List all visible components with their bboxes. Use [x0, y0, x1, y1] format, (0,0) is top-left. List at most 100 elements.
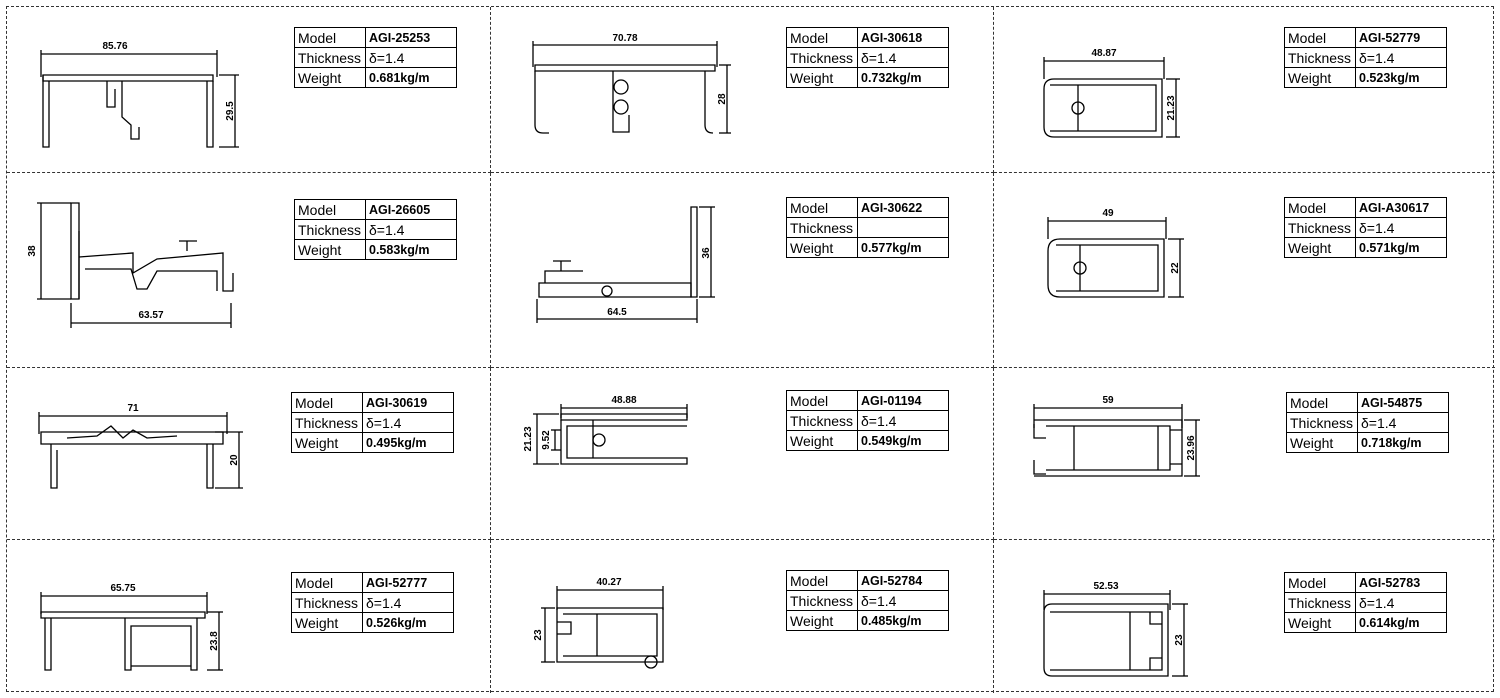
width-dimension: 70.78	[612, 33, 637, 44]
thickness-value: δ=1.4	[857, 410, 949, 431]
model-value: AGI-52777	[362, 572, 454, 593]
weight-label: Weight	[786, 67, 858, 88]
model-value: AGI-01194	[857, 390, 949, 411]
model-label: Model	[786, 27, 858, 48]
weight-value: 0.732kg/m	[857, 67, 949, 88]
profile-drawing: 52.53 23	[1043, 581, 1188, 677]
model-label: Model	[1284, 27, 1356, 48]
weight-value: 0.614kg/m	[1355, 612, 1447, 633]
height-dimension: 22	[1170, 262, 1181, 274]
thickness-value: δ=1.4	[1357, 412, 1449, 433]
height-dimension: 36	[701, 247, 712, 259]
height-dimension: 23.96	[1186, 435, 1197, 460]
model-value: AGI-30618	[857, 27, 949, 48]
weight-value: 0.523kg/m	[1355, 67, 1447, 88]
weight-label: Weight	[1284, 612, 1356, 633]
thickness-label: Thickness	[291, 412, 363, 433]
weight-value: 0.495kg/m	[362, 432, 454, 453]
width-dimension: 52.53	[1093, 581, 1118, 592]
inner-height-dimension: 9.52	[541, 430, 552, 450]
model-value: AGI-52779	[1355, 27, 1447, 48]
model-label: Model	[786, 570, 858, 591]
model-label: Model	[1286, 392, 1358, 413]
width-dimension: 48.87	[1091, 48, 1116, 59]
thickness-value: δ=1.4	[857, 590, 949, 611]
model-label: Model	[1284, 572, 1356, 593]
thickness-value: δ=1.4	[1355, 217, 1447, 238]
profile-drawing: 59 23.96	[1033, 395, 1200, 477]
weight-value: 0.526kg/m	[362, 612, 454, 633]
width-dimension: 63.57	[138, 310, 163, 321]
profile-drawing: 71 20	[38, 403, 243, 489]
weight-label: Weight	[786, 610, 858, 631]
model-label: Model	[291, 392, 363, 413]
weight-label: Weight	[1284, 67, 1356, 88]
height-dimension: 28	[717, 93, 728, 105]
model-value: AGI-30619	[362, 392, 454, 413]
thickness-label: Thickness	[1284, 217, 1356, 238]
model-value: AGI-52784	[857, 570, 949, 591]
width-dimension: 59	[1102, 395, 1114, 406]
model-label: Model	[786, 197, 858, 218]
weight-value: 0.577kg/m	[857, 237, 949, 258]
thickness-label: Thickness	[294, 47, 366, 68]
profile-drawing: 48.88 21.23 9.52	[523, 395, 688, 465]
model-label: Model	[294, 27, 366, 48]
height-dimension: 38	[27, 245, 38, 257]
weight-value: 0.718kg/m	[1357, 432, 1449, 453]
thickness-label: Thickness	[786, 410, 858, 431]
width-dimension: 71	[127, 403, 139, 414]
thickness-value: δ=1.4	[365, 219, 457, 240]
profile-drawing: 49 22	[1047, 208, 1184, 298]
thickness-label: Thickness	[1284, 592, 1356, 613]
thickness-label: Thickness	[786, 47, 858, 68]
weight-value: 0.583kg/m	[365, 239, 457, 260]
thickness-label: Thickness	[786, 217, 858, 238]
thickness-label: Thickness	[291, 592, 363, 613]
thickness-label: Thickness	[1284, 47, 1356, 68]
weight-label: Weight	[291, 432, 363, 453]
thickness-value: δ=1.4	[362, 592, 454, 613]
thickness-value	[857, 217, 949, 238]
height-dimension: 29.5	[225, 101, 236, 121]
width-dimension: 48.88	[611, 395, 636, 406]
weight-label: Weight	[1286, 432, 1358, 453]
profile-drawing: 38 63.57	[27, 202, 234, 328]
weight-label: Weight	[294, 67, 366, 88]
profile-drawing: 48.87 21.23	[1043, 48, 1180, 138]
model-value: AGI-30622	[857, 197, 949, 218]
thickness-value: δ=1.4	[365, 47, 457, 68]
profile-drawing: 40.27 23	[533, 577, 664, 669]
weight-value: 0.549kg/m	[857, 430, 949, 451]
model-value: AGI-25253	[365, 27, 457, 48]
height-dimension: 23	[1174, 634, 1185, 646]
weight-label: Weight	[291, 612, 363, 633]
model-label: Model	[291, 572, 363, 593]
model-value: AGI-52783	[1355, 572, 1447, 593]
weight-label: Weight	[786, 430, 858, 451]
width-dimension: 64.5	[607, 307, 627, 318]
model-value: AGI-54875	[1357, 392, 1449, 413]
profile-drawing: 36 64.5	[536, 206, 715, 323]
height-dimension: 20	[229, 454, 240, 466]
